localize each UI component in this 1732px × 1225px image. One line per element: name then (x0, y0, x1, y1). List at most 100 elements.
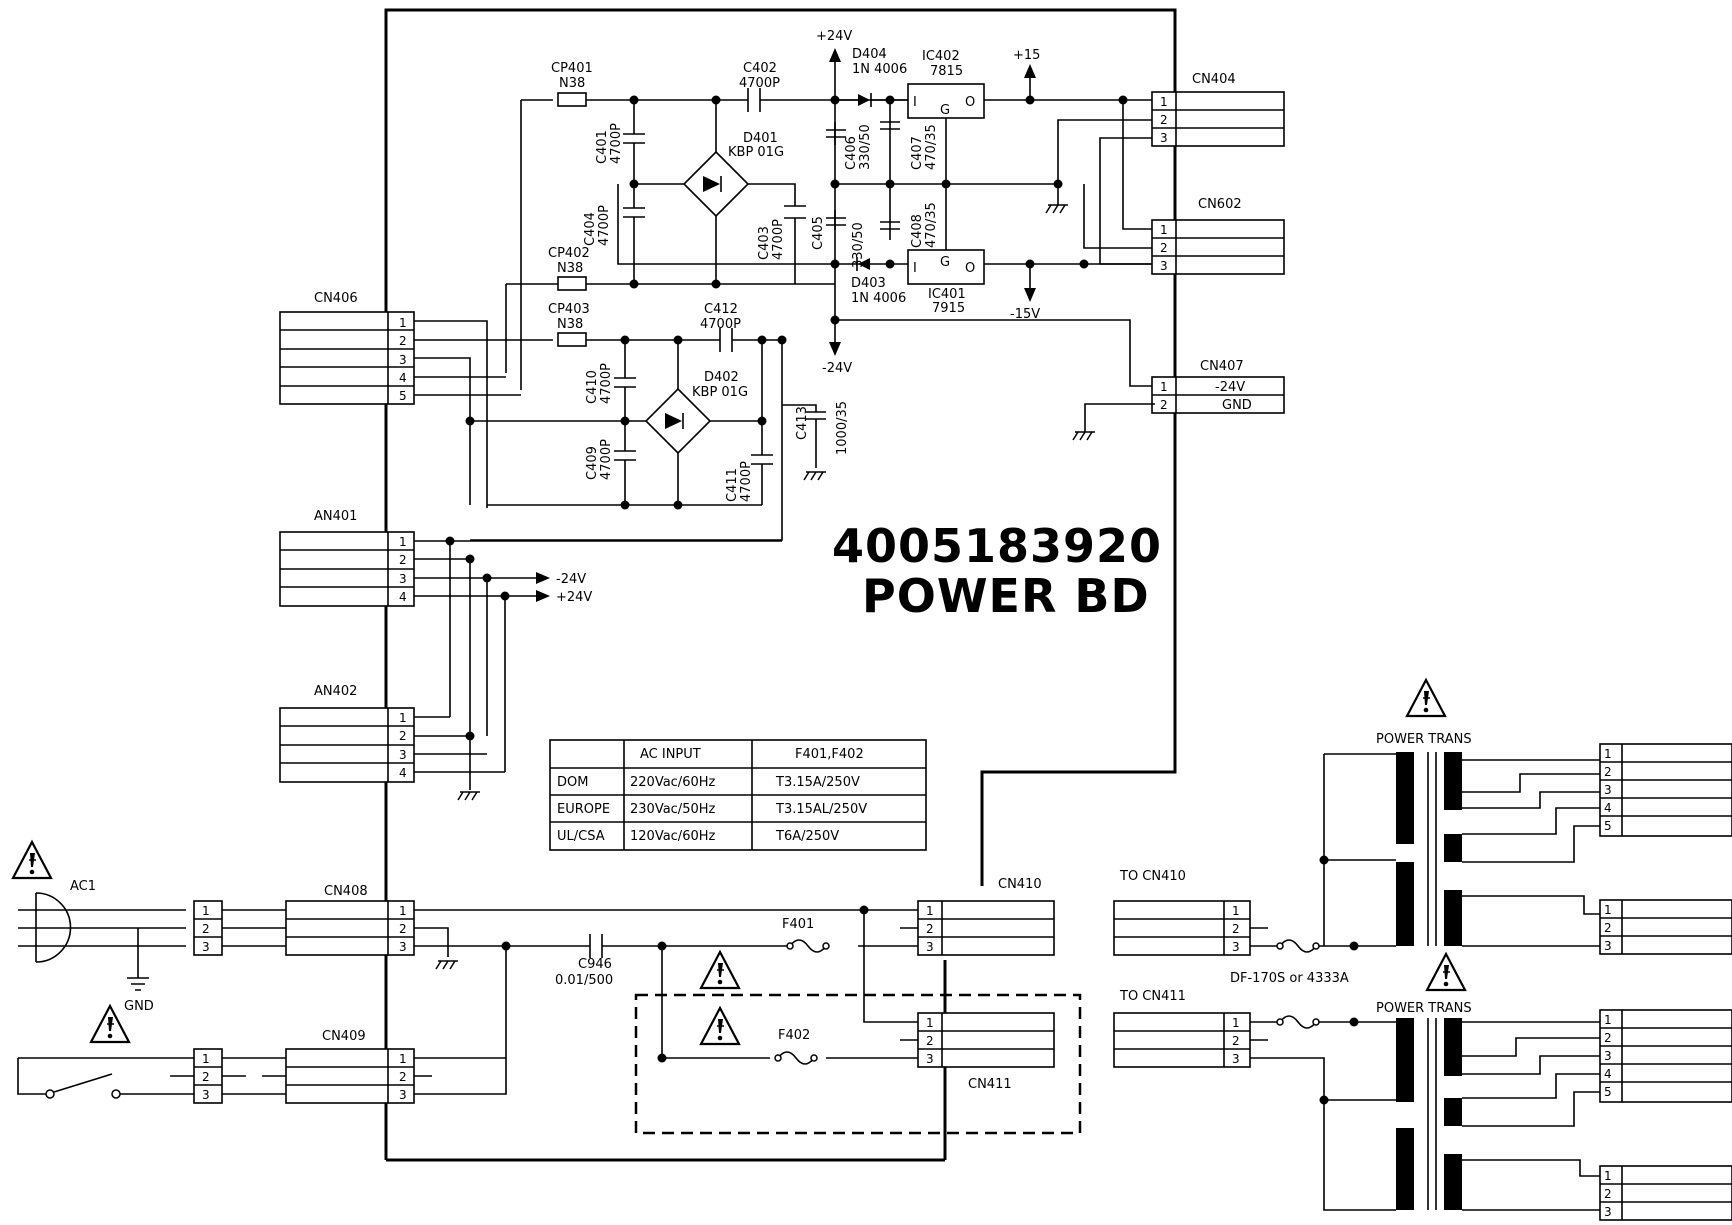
c412-ref: C412 (704, 302, 738, 317)
fuse-table-rating: T3.15AL/250V (775, 802, 867, 817)
ic402-ref: IC402 (922, 49, 960, 64)
an401-minus24: -24V (556, 572, 586, 587)
c409-ref: C409 (585, 446, 600, 480)
c407-value: 470/35 (924, 124, 939, 170)
cp402-value: N38 (557, 261, 583, 276)
c411-ref: C411 (725, 468, 740, 502)
fuse-table-region: EUROPE (557, 802, 610, 817)
an401-label: AN401 (314, 509, 357, 524)
an401-pin-3: 3 (399, 572, 407, 586)
trans-upper-pin-3: 3 (1604, 783, 1612, 797)
c408-value: 470/35 (924, 202, 939, 248)
c405-value: 330/50 (851, 222, 866, 268)
cn410-connector: CN410 1 2 3 (900, 877, 1055, 956)
transformer-model: DF-170S or 4333A (1230, 971, 1349, 986)
an401-pin-4: 4 (399, 590, 407, 604)
cn408-label: CN408 (324, 884, 368, 899)
cn602-connector: CN602 1 2 3 (1151, 197, 1285, 275)
d403-value: 1N 4006 (851, 291, 906, 306)
ic402-pin-o: O (965, 95, 975, 110)
upper-rectifier-section: I G O I G O (505, 48, 1175, 390)
fuse-table-ac: 230Vac/50Hz (630, 802, 716, 817)
trans-upper-out-pin-1: 1 (1604, 903, 1612, 917)
an402-pin-3: 3 (399, 748, 407, 762)
transformer-upper-label: POWER TRANS (1376, 732, 1472, 747)
lower-section-labels: CP403 N38 C412 4700P D402 KBP 01G C410 4… (548, 302, 850, 502)
to-cn411-connector: TO CN411 1 2 3 (1113, 989, 1359, 1100)
f402-label: F402 (778, 1028, 810, 1043)
cp401-ref: CP401 (551, 61, 593, 76)
c404-value: 4700P (597, 205, 612, 246)
trans-upper-pin-5: 5 (1604, 819, 1612, 833)
c401-ref: C401 (595, 130, 610, 164)
cn407-pin-2: 2 (1160, 398, 1168, 412)
c409-value: 4700P (599, 439, 614, 480)
d402-ref: D402 (704, 370, 739, 385)
ic402-value: 7815 (930, 64, 963, 79)
c408-ref: C408 (910, 214, 925, 248)
rail-minus15: -15V (1010, 307, 1040, 322)
cn407-pin1-name: -24V (1215, 380, 1245, 395)
fuse-table-region: UL/CSA (557, 829, 605, 844)
an402-pin-4: 4 (399, 766, 407, 780)
c412-value: 4700P (700, 317, 741, 332)
ic401-pin-g: G (940, 255, 950, 270)
an402-pin-1: 1 (399, 711, 407, 725)
c404-ref: C404 (583, 212, 598, 246)
to-cn411-pin-1: 1 (1232, 1016, 1240, 1030)
c406-value: 330/50 (858, 124, 873, 170)
cn409-in-pin-3: 3 (202, 1088, 210, 1102)
c402-value: 4700P (739, 76, 780, 91)
trans-upper-pin-4: 4 (1604, 801, 1612, 815)
f401-fuse (786, 939, 830, 953)
an402-pin-2: 2 (399, 729, 407, 743)
f401-label: F401 (782, 917, 814, 932)
d404-value: 1N 4006 (852, 62, 907, 77)
cn411-label: CN411 (968, 1077, 1012, 1092)
to-cn410-pin-2: 2 (1232, 922, 1240, 936)
cn408-pin-3: 3 (399, 940, 407, 954)
an401-plus24: +24V (556, 590, 592, 605)
transformer-lower-label: POWER TRANS (1376, 1001, 1472, 1016)
to-cn410-label: TO CN410 (1119, 869, 1186, 884)
board-title: 4005183920 POWER BD (832, 519, 1161, 623)
warning-hazard-icon (699, 950, 741, 990)
c413-value: 1000/35 (835, 401, 850, 455)
cn409-pin-2: 2 (399, 1070, 407, 1084)
cp401-value: N38 (559, 76, 585, 91)
ic401-value: 7915 (932, 301, 965, 316)
cn407-label: CN407 (1200, 359, 1244, 374)
ac1-label: AC1 (70, 879, 96, 894)
d401-ref: D401 (743, 131, 778, 146)
c413-ref: C413 (795, 406, 810, 440)
cn406-pin-4: 4 (399, 371, 407, 385)
ic401-ref: IC401 (928, 287, 966, 302)
ic401-pin-i: I (913, 261, 917, 276)
trans-lower-out-pin-2: 2 (1604, 1187, 1612, 1201)
cp402-ref: CP402 (548, 246, 590, 261)
d401-value: KBP 01G (728, 145, 784, 160)
cn404-label: CN404 (1192, 72, 1236, 87)
c403-value: 4700P (771, 219, 786, 260)
c406-ref: C406 (844, 136, 859, 170)
cn409-section: 1 2 3 CN409 1 2 3 (17, 1004, 506, 1104)
cn602-pin-1: 1 (1160, 223, 1168, 237)
cn602-label: CN602 (1198, 197, 1242, 212)
trans-upper-pin-2: 2 (1604, 765, 1612, 779)
cn408-pin-1: 1 (399, 904, 407, 918)
an402-label: AN402 (314, 684, 357, 699)
warning-hazard-icon (1425, 952, 1467, 992)
fuse-table-rating: T3.15A/250V (775, 775, 860, 790)
ic402-pin-i: I (913, 95, 917, 110)
fuse-table-ac: 120Vac/60Hz (630, 829, 716, 844)
cn404-connector: CN404 1 2 3 (1151, 72, 1285, 147)
c410-ref: C410 (585, 370, 600, 404)
ic401-pin-o: O (965, 261, 975, 276)
d404-ref: D404 (852, 47, 887, 62)
cn406-pin-3: 3 (399, 353, 407, 367)
to-cn410-pin-3: 3 (1232, 940, 1240, 954)
cn406-label: CN406 (314, 291, 358, 306)
cp403-value: N38 (557, 317, 583, 332)
to-cn410-connector: TO CN410 1 2 3 (1113, 869, 1359, 956)
